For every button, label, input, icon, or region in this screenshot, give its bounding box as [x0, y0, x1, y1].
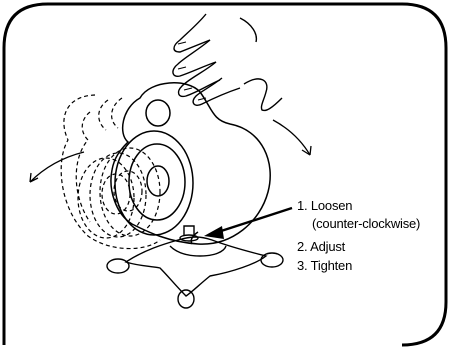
step-adjust: 2. Adjust [297, 239, 345, 254]
step-loosen-note: (counter-clockwise) [312, 216, 420, 231]
speaker-stand [107, 226, 283, 308]
tilt-right-arrow [273, 120, 311, 155]
step-loosen: 1. Loosen [297, 198, 352, 213]
speaker-ghost-outline [61, 95, 160, 249]
hand [173, 14, 282, 111]
step-tighten: 3. Tighten [297, 258, 352, 273]
speaker-body [111, 83, 270, 244]
rounded-frame [4, 4, 446, 345]
pointer-arrow [204, 208, 292, 239]
